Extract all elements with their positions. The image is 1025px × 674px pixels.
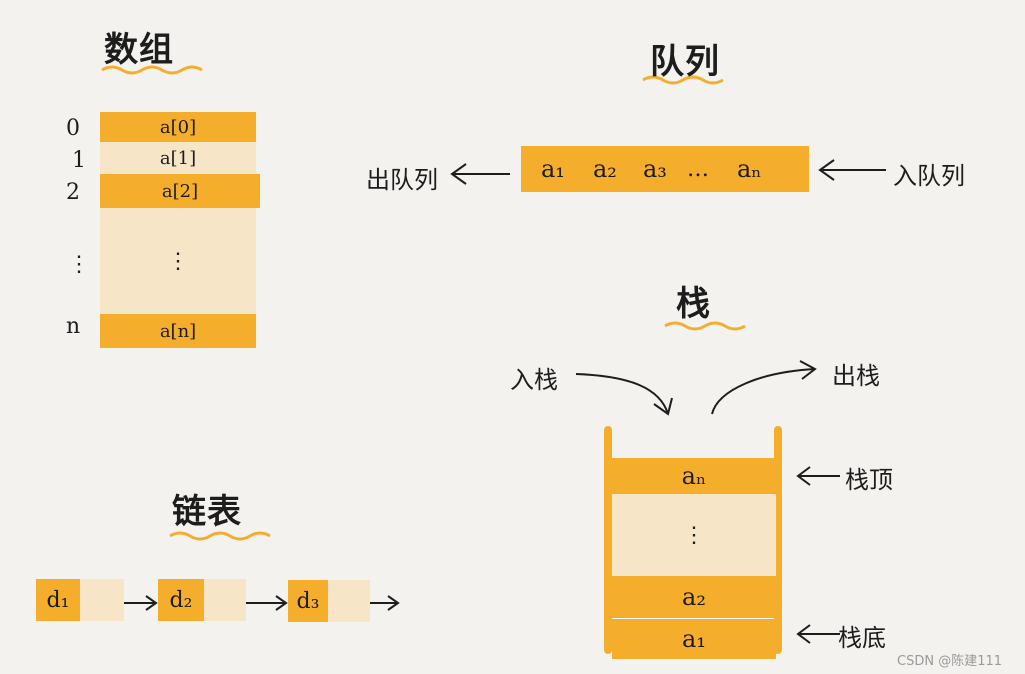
dequeue-arrow bbox=[450, 163, 510, 185]
stack-title: 栈 bbox=[676, 284, 711, 324]
push-label: 入栈 bbox=[510, 366, 558, 394]
queue-item: aₙ bbox=[737, 155, 762, 183]
list-title-underline bbox=[169, 531, 271, 541]
list-node: d₂ bbox=[158, 579, 246, 621]
dequeue-label: 出队列 bbox=[366, 166, 438, 194]
array-cell: a[2] bbox=[100, 174, 260, 208]
array-index: n bbox=[66, 314, 81, 339]
pop-arrow bbox=[711, 360, 817, 415]
push-arrow bbox=[575, 373, 673, 416]
enqueue-arrow bbox=[818, 159, 886, 181]
stack-second-item: a₂ bbox=[612, 576, 776, 618]
array-index: 2 bbox=[66, 180, 80, 205]
pop-label: 出栈 bbox=[832, 362, 880, 390]
list-node: d₁ bbox=[36, 579, 124, 621]
array-index: ⋮ bbox=[68, 252, 90, 277]
list-title: 链表 bbox=[172, 492, 242, 532]
queue-item: a₃ bbox=[643, 155, 667, 183]
list-node-data: d₂ bbox=[158, 579, 204, 621]
array-index: 1 bbox=[72, 148, 86, 173]
queue-title: 队列 bbox=[650, 42, 720, 82]
stack-title-underline bbox=[664, 321, 746, 331]
queue-title-underline bbox=[642, 75, 724, 85]
queue-item: … bbox=[687, 156, 709, 182]
stack-top-arrow bbox=[796, 466, 840, 486]
stack-bottom-item: a₁ bbox=[612, 619, 776, 659]
list-node: d₃ bbox=[288, 580, 370, 622]
watermark: CSDN @陈建111 bbox=[897, 654, 1003, 669]
stack-bottom-label: 栈底 bbox=[838, 624, 886, 652]
array-index: 0 bbox=[66, 116, 80, 141]
array-cell: a[1] bbox=[100, 142, 256, 174]
queue-item: a₁ bbox=[541, 155, 565, 183]
array-cell: a[n] bbox=[100, 314, 256, 348]
stack-top-label: 栈顶 bbox=[845, 466, 893, 494]
array-cell: a[0] bbox=[100, 112, 256, 142]
array-title: 数组 bbox=[104, 30, 174, 70]
array-cell: ⋮ bbox=[100, 208, 256, 314]
stack-top-item: aₙ bbox=[612, 458, 776, 494]
enqueue-label: 入队列 bbox=[893, 162, 965, 190]
stack-middle: ⋮ bbox=[612, 494, 776, 576]
queue-item: a₂ bbox=[593, 155, 617, 183]
stack-bottom-arrow bbox=[796, 624, 840, 644]
queue-bar: a₁ a₂ a₃ … aₙ bbox=[521, 146, 809, 192]
array-title-underline bbox=[101, 65, 203, 75]
list-node-data: d₃ bbox=[288, 580, 328, 622]
list-node-data: d₁ bbox=[36, 579, 80, 621]
stack-container bbox=[604, 426, 782, 654]
